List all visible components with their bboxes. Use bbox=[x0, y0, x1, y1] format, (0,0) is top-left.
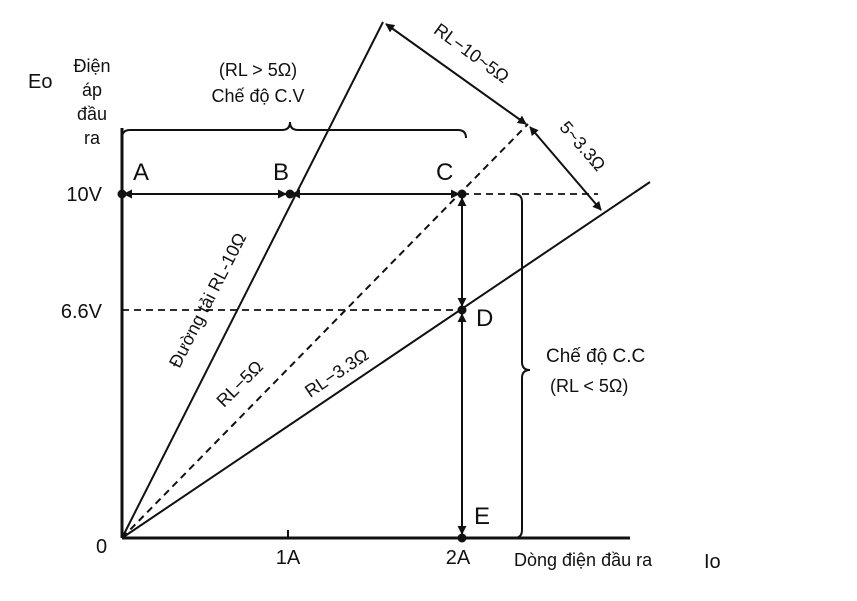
cc-region-name: Chế độ C.C bbox=[546, 346, 645, 367]
x-tick-label-2a: 2A bbox=[446, 547, 471, 569]
point-b-dot bbox=[285, 189, 295, 199]
range-label-10-5: RL−10~5Ω bbox=[430, 19, 513, 87]
cc-region-condition: (RL < 5Ω) bbox=[550, 376, 628, 396]
y-axis-label-line-3: đầu bbox=[77, 104, 107, 124]
range-arrow-10-5 bbox=[385, 23, 527, 125]
cv-region-condition: (RL > 5Ω) bbox=[219, 60, 297, 80]
point-a-label: A bbox=[133, 159, 149, 186]
cv-region-brace bbox=[121, 121, 467, 139]
load-line-rl33 bbox=[121, 181, 651, 539]
point-c-dot bbox=[457, 189, 467, 199]
point-a-dot bbox=[117, 189, 127, 199]
point-e-dot bbox=[457, 533, 467, 543]
y-axis-label-line-4: ra bbox=[84, 128, 101, 148]
point-c-label: C bbox=[436, 159, 453, 186]
load-line-rl10 bbox=[121, 21, 384, 539]
point-b-label: B bbox=[273, 159, 289, 186]
cc-region-brace bbox=[513, 193, 531, 539]
y-tick-label-6-6v: 6.6V bbox=[61, 301, 103, 323]
y-axis-symbol: Eo bbox=[28, 71, 52, 93]
point-d-dot bbox=[457, 305, 467, 315]
load-line-rl5-label: RL−5Ω bbox=[213, 357, 267, 411]
origin-label: 0 bbox=[96, 536, 107, 558]
load-line-rl10-label: Đường tải RL-10Ω bbox=[165, 230, 250, 371]
cv-region-name: Chế độ C.V bbox=[211, 86, 304, 106]
point-d-label: D bbox=[476, 305, 493, 332]
y-tick-label-10v: 10V bbox=[66, 184, 102, 206]
y-axis-label-line-1: Điện bbox=[73, 56, 110, 76]
x-axis-title: Dòng điện đầu ra bbox=[514, 550, 653, 570]
range-arrow-5-3-3 bbox=[529, 126, 602, 211]
x-axis-symbol: Io bbox=[704, 551, 721, 573]
y-axis-label-line-2: áp bbox=[82, 80, 102, 100]
x-tick-label-1a: 1A bbox=[276, 547, 301, 569]
point-e-label: E bbox=[474, 503, 490, 530]
